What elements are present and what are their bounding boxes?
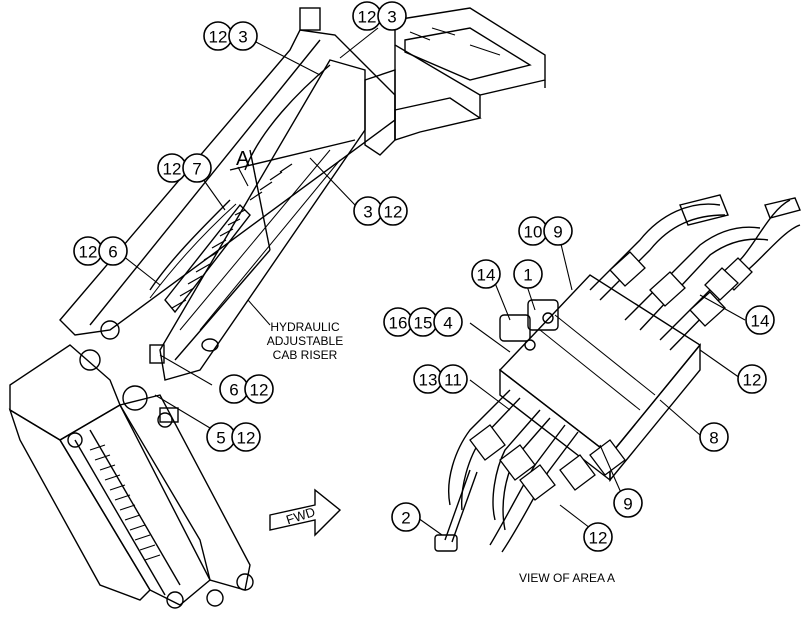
callout-number: 12 (237, 429, 256, 448)
boom-arms (59, 29, 396, 381)
rear-frame (299, 7, 546, 156)
callout-number: 12 (250, 381, 269, 400)
view-label: VIEW OF AREA A (519, 571, 615, 585)
callout-number: 12 (358, 8, 377, 27)
callout-bubble (699, 422, 729, 452)
callout-bubble (377, 1, 407, 31)
callout-bubble (613, 488, 643, 518)
callout-5-12: 5 12 (206, 422, 261, 452)
callout-number: 6 (108, 243, 117, 262)
callout-number: 16 (389, 314, 408, 333)
callout-12-right: 12 (737, 364, 767, 394)
callout-number: 12 (79, 243, 98, 262)
callout-14-left: 14 (471, 259, 501, 289)
callout-9: 9 (613, 488, 643, 518)
riser-label-line-3: CAB RISER (273, 348, 338, 362)
callout-number: 15 (414, 314, 433, 333)
callout-number: 1 (523, 266, 532, 285)
callout-10-9: 10 9 (518, 216, 573, 246)
callout-13-11: 13 11 (413, 364, 468, 394)
callout-bubble (471, 259, 501, 289)
callout-number: 6 (229, 381, 238, 400)
callout-number: 5 (216, 429, 225, 448)
callout-6-12: 6 12 (219, 374, 274, 404)
fwd-label: FWD (284, 504, 317, 527)
callout-bubble (745, 305, 775, 335)
callout-bubble (231, 422, 261, 452)
callout-number: 13 (419, 371, 438, 390)
callout-bubble (513, 259, 543, 289)
lower-frame (8, 320, 254, 609)
callout-number: 3 (387, 8, 396, 27)
callout-bubble (433, 307, 463, 337)
callout-bubble (182, 153, 212, 183)
callout-12-3-top: 12 3 (352, 1, 407, 31)
callouts: 12 3 12 3 12 7 3 12 12 6 6 12 5 12 10 9 14 1 16 15 4 14 13 11 12… (73, 1, 775, 552)
callout-bubble (737, 364, 767, 394)
callout-number: 14 (477, 266, 496, 285)
riser-label: HYDRAULIC ADJUSTABLE CAB RISER (267, 320, 343, 362)
callout-number: 10 (524, 223, 543, 242)
callout-3-12: 3 12 (353, 196, 408, 226)
callout-number: 8 (709, 429, 718, 448)
callout-number: 7 (192, 160, 201, 179)
callout-bubble (98, 236, 128, 266)
callout-number: 11 (444, 371, 462, 390)
callout-number: 3 (238, 28, 247, 47)
forward-arrow: FWD (269, 488, 342, 537)
callout-bubble (244, 374, 274, 404)
callout-number: 12 (209, 28, 228, 47)
callout-12-6: 12 6 (73, 236, 128, 266)
callout-number: 4 (443, 314, 452, 333)
callout-number: 12 (384, 203, 403, 222)
riser-label-line-1: HYDRAULIC (270, 320, 340, 334)
leader-lines (117, 27, 746, 536)
callout-12-3-left: 12 3 (203, 21, 258, 51)
callout-number: 9 (623, 495, 632, 514)
callout-number: 14 (751, 312, 770, 331)
callout-bubble (228, 21, 258, 51)
callout-number: 2 (401, 509, 410, 528)
callout-14-right: 14 (745, 305, 775, 335)
callout-2: 2 (391, 502, 421, 532)
callout-1: 1 (513, 259, 543, 289)
callout-bubble (391, 502, 421, 532)
callout-bubble (543, 216, 573, 246)
detail-marker-a: A (236, 148, 250, 170)
callout-number: 12 (163, 160, 182, 179)
callout-12-7: 12 7 (157, 153, 212, 183)
callout-8: 8 (699, 422, 729, 452)
callout-number: 12 (743, 371, 762, 390)
riser-label-line-2: ADJUSTABLE (267, 334, 343, 348)
callout-bubble (438, 364, 468, 394)
callout-number: 12 (589, 529, 608, 548)
callout-number: 9 (553, 223, 562, 242)
callout-bubble (378, 196, 408, 226)
callout-12-bottom: 12 (583, 522, 613, 552)
callout-bubble (583, 522, 613, 552)
callout-number: 3 (363, 203, 372, 222)
valve-block-detail (434, 194, 801, 553)
callout-16-15-4: 16 15 4 (383, 307, 463, 337)
